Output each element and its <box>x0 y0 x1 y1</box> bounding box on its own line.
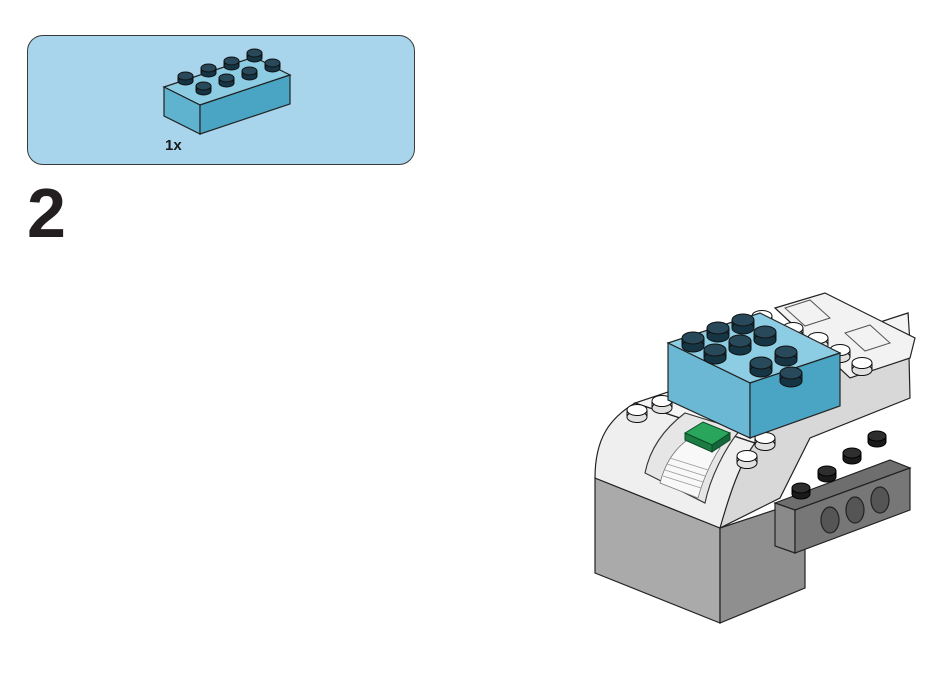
stud <box>851 357 873 376</box>
parts-callout: 1x <box>27 35 415 165</box>
stud <box>736 450 758 469</box>
stud <box>626 404 648 423</box>
stud <box>651 395 673 414</box>
added-brick-2x4 <box>666 312 842 439</box>
stud <box>754 432 776 451</box>
step-number: 2 <box>27 174 66 252</box>
part-quantity: 1x <box>165 137 182 154</box>
technic-beam <box>773 430 912 554</box>
smarthub-icon <box>594 292 916 624</box>
brick-2x4-icon <box>162 48 292 135</box>
